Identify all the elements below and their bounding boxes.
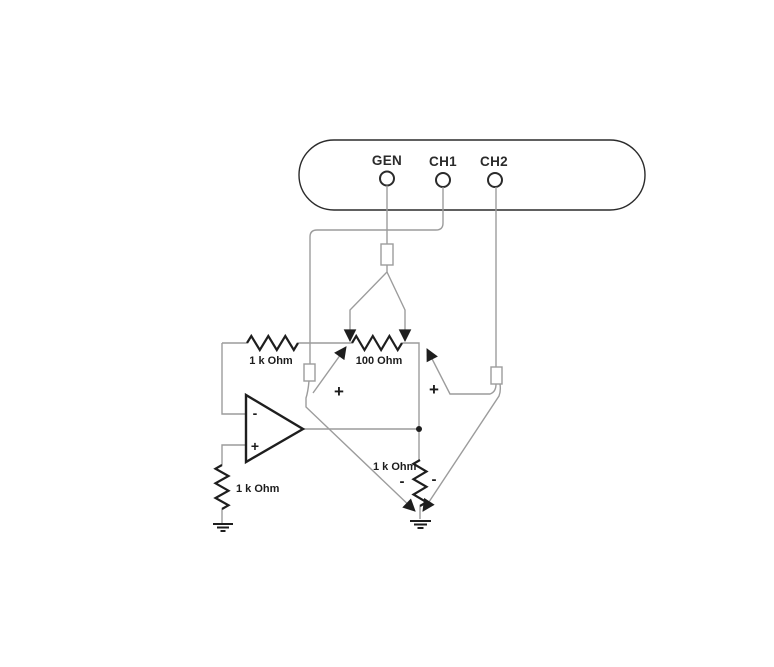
top-wire-right-segment (402, 342, 420, 429)
ch1-probe-tip-lead (312, 346, 347, 394)
ch1-lead-wire (309, 187, 444, 364)
ch2-probe-connector (490, 366, 503, 385)
gen-clip-left-lead (343, 264, 388, 343)
feedback-resistor-label: 1 k Ohm (249, 355, 293, 367)
ch1-terminal (435, 172, 451, 188)
ch2-terminal-label: CH2 (480, 154, 508, 169)
load-minus-right-mark: - (432, 471, 437, 488)
ch1-terminal-label: CH1 (429, 154, 457, 169)
components (213, 333, 431, 532)
feedback-resistor (246, 333, 299, 353)
inverting-input-wire (221, 343, 246, 415)
ch1-probe-ground-lead (305, 380, 416, 512)
ch1-plus-mark: + (334, 382, 344, 401)
potentiometer-label: 100 Ohm (356, 355, 403, 367)
noninverting-input-wire (221, 444, 246, 465)
opamp-noninverting-mark: + (251, 438, 259, 454)
opamp-triangle (244, 392, 306, 465)
output-junction-dot (416, 426, 422, 432)
ch2-plus-mark: + (429, 380, 439, 399)
instrument (298, 139, 646, 211)
instrument-body (298, 139, 646, 211)
gen-terminal-label: GEN (372, 153, 402, 168)
load-resistor (411, 459, 429, 507)
ch2-terminal (487, 172, 503, 188)
gen-probe-connector (380, 243, 394, 266)
opamp-inverting-mark: - (253, 405, 258, 421)
potentiometer-resistor (351, 333, 403, 353)
ch2-probe-tip-lead (426, 348, 497, 395)
wires (221, 185, 503, 523)
load-minus-left-mark: - (400, 473, 405, 490)
gen-terminal (379, 170, 395, 187)
ch1-probe-connector (303, 363, 316, 382)
load-resistor-label: 1 k Ohm (373, 461, 417, 473)
input-resistor-label: 1 k Ohm (236, 483, 280, 495)
input-resistor-ground-symbol (213, 523, 233, 532)
load-resistor-ground-symbol (410, 520, 431, 529)
input-resistor (213, 464, 231, 510)
labels: GEN CH1 CH2 1 k Ohm 100 Ohm 1 k Ohm 1 k … (236, 153, 508, 495)
gen-clip-right-lead (386, 271, 412, 343)
ch2-probe-ground-lead (422, 383, 502, 512)
